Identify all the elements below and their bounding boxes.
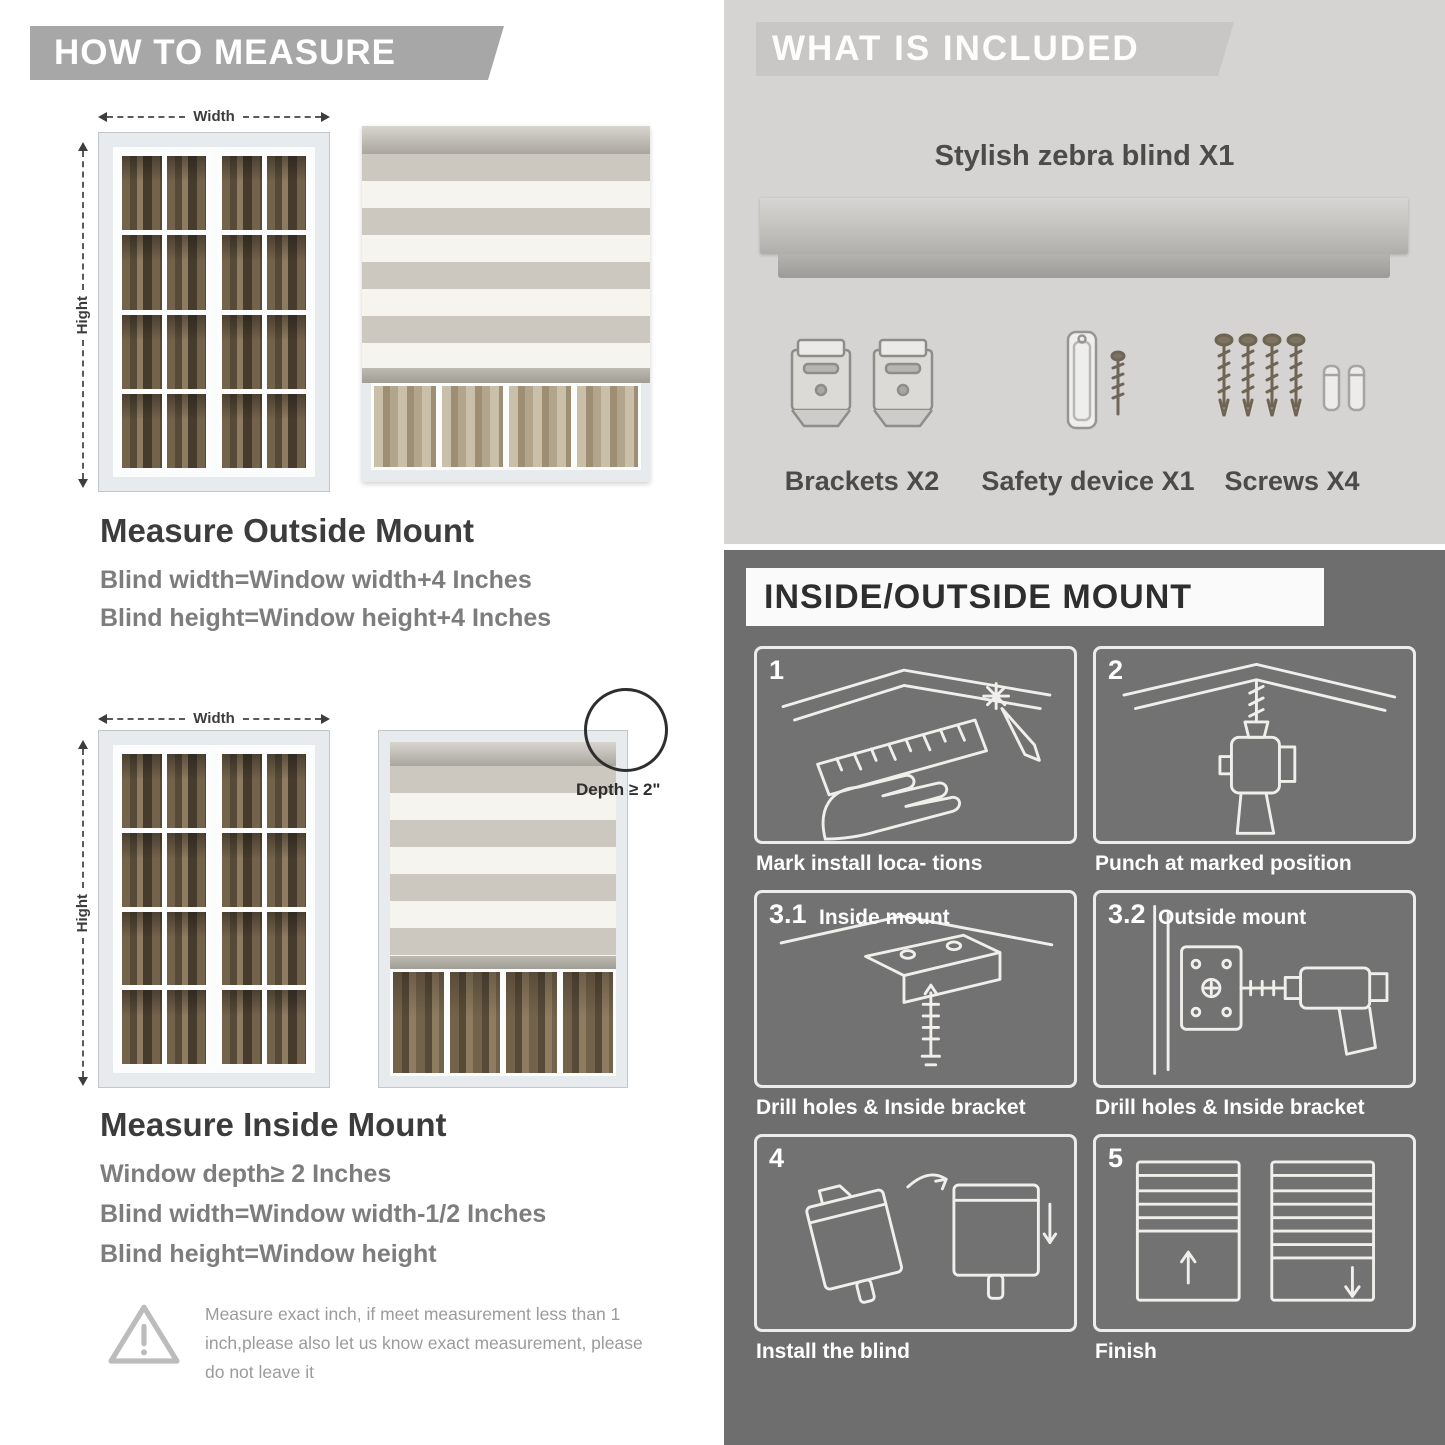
how-to-measure-section: HOW TO MEASURE Width Hight (0, 0, 712, 1445)
step-4-caption: Install the blind (756, 1340, 911, 1363)
what-is-included-title: WHAT IS INCLUDED (772, 29, 1140, 68)
step-3-2-number: 3.2 (1108, 899, 1146, 929)
step-2-illustration (1122, 662, 1397, 835)
safety-device-icon (1066, 330, 1126, 430)
outside-mount-title: Measure Outside Mount (100, 512, 475, 549)
arrow-up-icon (77, 740, 88, 749)
what-is-included-section: WHAT IS INCLUDED Stylish zebra blind X1 (724, 0, 1445, 544)
height-arrow-label: Hight (74, 295, 91, 335)
zebra-blind-illustration (362, 126, 650, 482)
width-arrow: Width (98, 108, 331, 125)
what-is-included-header: WHAT IS INCLUDED (756, 22, 1234, 76)
brackets-icon (790, 338, 934, 428)
step-1-illustration (781, 668, 1052, 841)
screws-icon (1214, 333, 1366, 417)
item-label-screws: Screws X4 (1224, 466, 1360, 496)
inside-mount-title: Measure Inside Mount (100, 1106, 447, 1143)
inside-mount-blind-illustration (378, 730, 628, 1088)
step-5-illustration (1135, 1160, 1375, 1302)
arrow-down-icon (77, 1077, 88, 1087)
blind-bottom-rail (390, 956, 616, 969)
blind-stripes (390, 766, 616, 956)
inside-mount-figure: Width Hight (70, 688, 670, 1092)
step-4-number: 4 (769, 1143, 785, 1173)
window-below-blind (362, 383, 650, 482)
height-arrow: Hight (74, 740, 91, 1087)
step-5: 5 Finish (1093, 1134, 1416, 1364)
step-4-illustration (805, 1173, 1058, 1304)
step-2-number: 2 (1108, 655, 1124, 685)
window-below-blind (390, 969, 616, 1076)
step-2-caption: Punch at marked position (1095, 852, 1352, 875)
step-1-number: 1 (769, 655, 785, 685)
step-2: 2 Punch at mark (1093, 646, 1416, 876)
outside-mount-figure: Width Hight (70, 98, 670, 498)
arrow-left-icon (98, 713, 107, 724)
product-name: Stylish zebra blind X1 (934, 140, 1235, 172)
height-arrow-label: Hight (74, 893, 91, 933)
outside-spec-line: Blind width=Window width+4 Inches (100, 566, 532, 594)
item-label-safety-device: Safety device X1 (981, 466, 1195, 496)
step-5-caption: Finish (1095, 1340, 1157, 1363)
inside-outside-mount-section: INSIDE/OUTSIDE MOUNT 1 (724, 550, 1445, 1445)
step-5-number: 5 (1108, 1143, 1124, 1173)
outside-spec-line: Blind height=Window height+4 Inches (100, 604, 552, 632)
blind-headrail (362, 126, 650, 154)
mount-header: INSIDE/OUTSIDE MOUNT (746, 568, 1324, 626)
blind-stripes (362, 154, 650, 368)
warning-triangle-icon (108, 1304, 180, 1364)
arrow-up-icon (77, 142, 88, 151)
item-label-brackets: Brackets X2 (784, 466, 940, 496)
window-illustration (98, 730, 330, 1088)
step-3-2: 3.2 Outside mount (1093, 890, 1416, 1120)
mount-steps-grid: 1 Mark install loca- tions (754, 646, 1416, 1364)
inside-spec-line: Blind width=Window width-1/2 Inches (100, 1200, 547, 1228)
step-3-1-label: Inside mount (819, 906, 950, 929)
arrow-right-icon (321, 111, 331, 122)
depth-callout-circle (584, 688, 668, 772)
blind-headrail (390, 742, 616, 766)
blind-bottom-rail (362, 368, 650, 383)
step-3-1-caption: Drill holes & Inside bracket (756, 1096, 1026, 1119)
step-4: 4 (754, 1134, 1077, 1364)
arrow-down-icon (77, 479, 88, 489)
width-arrow-label: Width (193, 108, 235, 125)
width-arrow-label: Width (193, 710, 235, 727)
step-3-2-illustration (1153, 905, 1389, 1075)
inside-spec-line: Blind height=Window height (100, 1240, 437, 1268)
how-to-measure-header: HOW TO MEASURE (30, 26, 504, 80)
step-3-2-caption: Drill holes & Inside bracket (1095, 1096, 1365, 1119)
depth-label: Depth ≥ 2" (576, 780, 661, 799)
step-3-2-label: Outside mount (1158, 906, 1307, 929)
blind-bottomrail-illustration (778, 254, 1390, 278)
warning-text: Measure exact inch, if meet measurement … (205, 1304, 643, 1382)
blind-headrail-illustration (760, 198, 1408, 254)
window-illustration (98, 132, 330, 492)
width-arrow: Width (98, 710, 331, 727)
how-to-measure-title: HOW TO MEASURE (54, 33, 396, 72)
inside-spec-line: Window depth≥ 2 Inches (100, 1160, 392, 1188)
step-3-1: 3.1 Inside mount (754, 890, 1077, 1120)
step-3-1-illustration (779, 914, 1054, 1067)
height-arrow: Hight (74, 142, 91, 489)
arrow-right-icon (321, 713, 331, 724)
step-1: 1 Mark install loca- tions (754, 646, 1077, 876)
arrow-left-icon (98, 111, 107, 122)
mount-title: INSIDE/OUTSIDE MOUNT (764, 577, 1193, 616)
measurement-warning: Measure exact inch, if meet measurement … (105, 1300, 650, 1387)
step-1-caption: Mark install loca- tions (756, 852, 983, 875)
step-3-1-number: 3.1 (769, 899, 807, 929)
